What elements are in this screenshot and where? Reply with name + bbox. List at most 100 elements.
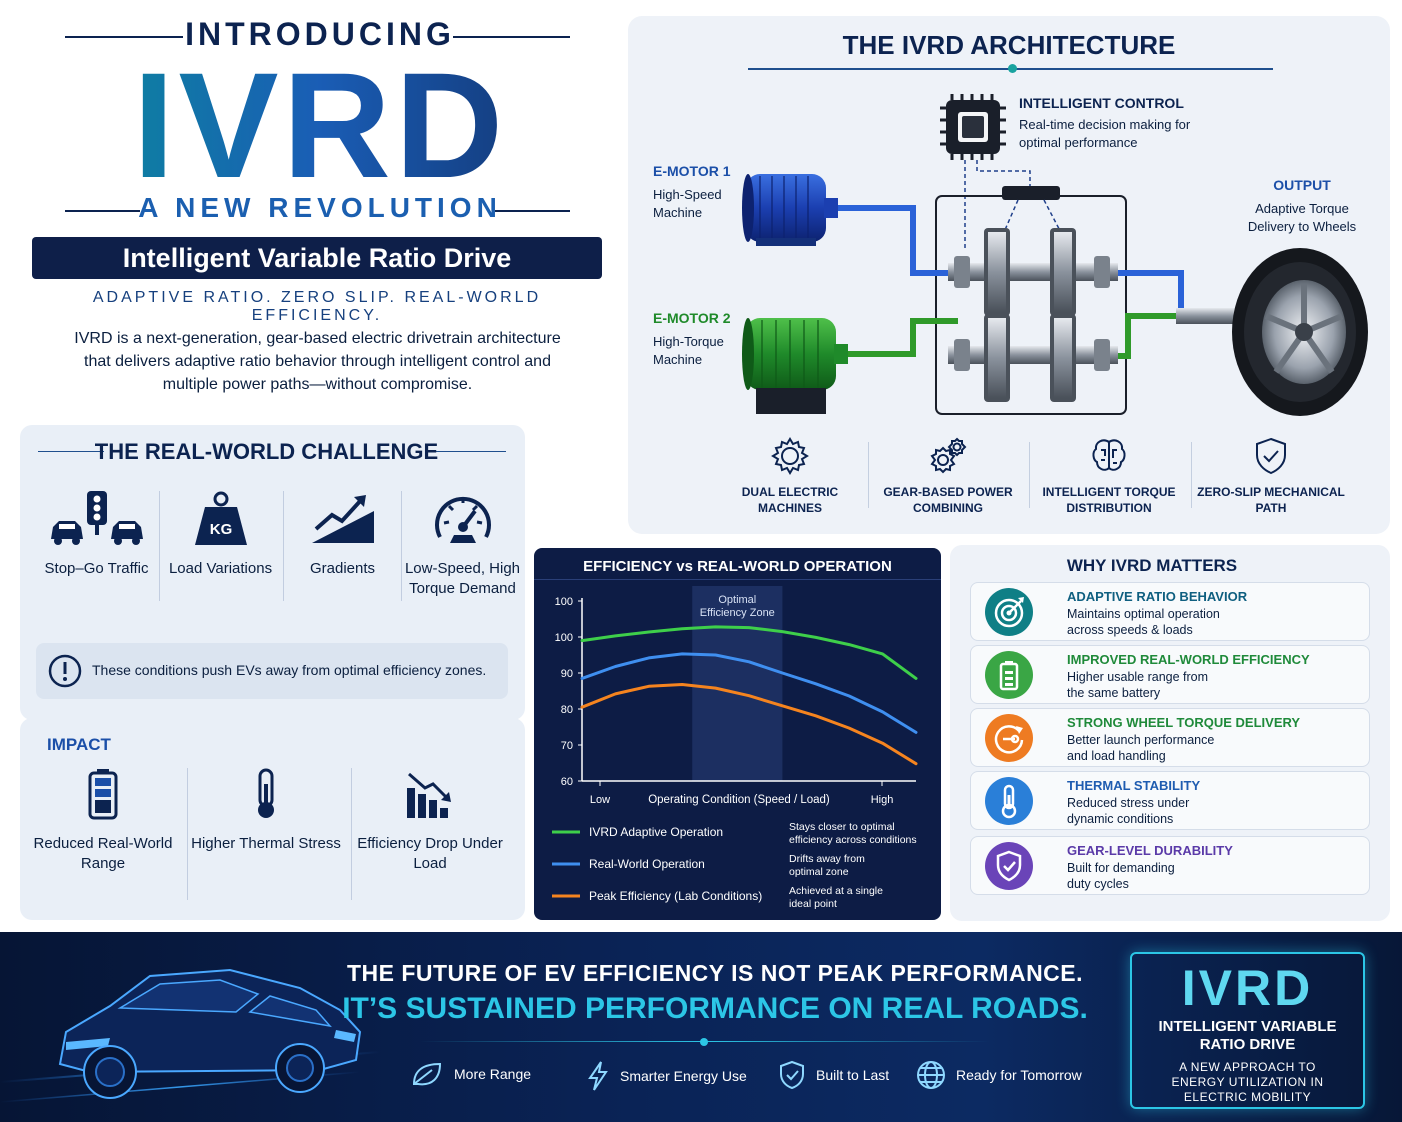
impact-label: Higher Thermal Stress: [191, 835, 341, 852]
footer-statement-1: THE FUTURE OF EV EFFICIENCY IS NOT PEAK …: [346, 960, 1084, 986]
brain-icon: [1092, 439, 1126, 471]
impact-panel: IMPACT Reduced Real-World Range Higher T…: [20, 718, 525, 920]
challenge-gradients: Gradients: [280, 489, 405, 579]
legend-label: Real-World Operation: [589, 857, 705, 871]
why-card-thermal: THERMAL STABILITY Reduced stress under d…: [970, 771, 1370, 830]
architecture-rule-dot: [1008, 64, 1017, 73]
hero-subtitle: A NEW REVOLUTION: [138, 192, 502, 223]
weight-icon: KG: [194, 491, 247, 545]
impact-label: Efficiency Drop Under Load: [357, 835, 503, 872]
shield-check-icon: [1256, 437, 1286, 475]
feature-dual-machines: DUAL ELECTRIC MACHINES: [710, 436, 870, 516]
motor2-label: E-MOTOR 2: [653, 310, 731, 326]
y-tick-label: 70: [561, 740, 573, 752]
badge-subtitle: INTELLIGENT VARIABLE RATIO DRIVE: [1158, 1018, 1337, 1053]
control-label: INTELLIGENT CONTROL: [1019, 95, 1184, 111]
weight-text: KG: [209, 521, 232, 538]
why-icon-bg: [985, 651, 1033, 699]
footer-item-durability: Built to Last: [778, 1060, 889, 1090]
challenge-label: Gradients: [309, 560, 376, 577]
badge-title: IVRD: [1181, 960, 1314, 1016]
challenge-stop-go: Stop–Go Traffic: [34, 489, 159, 579]
hero-banner: Intelligent Variable Ratio Drive: [32, 237, 602, 279]
why-icon-bg: [985, 714, 1033, 762]
legend-label: IVRD Adaptive Operation: [589, 825, 723, 839]
chart-title-rule: [534, 579, 941, 580]
challenge-label: Stop–Go Traffic: [44, 560, 149, 577]
x-tick-label: High: [871, 794, 894, 806]
feature-label: GEAR-BASED POWER COMBINING: [883, 485, 1013, 515]
wheel-graphic: [1232, 248, 1368, 416]
challenge-panel: THE REAL-WORLD CHALLENGE Stop–Go Traffic…: [20, 425, 525, 720]
footer-item-future: Ready for Tomorrow: [916, 1060, 1082, 1090]
optimal-zone-label: Optimal: [718, 594, 756, 606]
impact-divider: [187, 768, 188, 900]
x-tick-label: Low: [590, 794, 610, 806]
gear-icon: [771, 437, 809, 475]
footer-statement-2: IT’S SUSTAINED PERFORMANCE ON REAL ROADS…: [342, 992, 1088, 1025]
footer-item-label: Ready for Tomorrow: [956, 1067, 1082, 1083]
challenge-rule-left: [38, 451, 104, 452]
impact-title: IMPACT: [47, 735, 111, 754]
footer-banner: THE FUTURE OF EV EFFICIENCY IS NOT PEAK …: [0, 932, 1402, 1122]
series-line-1: [580, 652, 918, 734]
feature-label: ZERO-SLIP MECHANICAL PATH: [1197, 485, 1345, 515]
battery-icon: [88, 769, 118, 820]
y-tick-label: 100: [555, 596, 573, 608]
revolution-rule-left: [65, 210, 140, 212]
architecture-panel: THE IVRD ARCHITECTURE: [628, 16, 1390, 534]
gears-icon: [930, 437, 967, 474]
legend-desc: efficiency across conditions: [789, 834, 917, 846]
impact-divider: [351, 768, 352, 900]
legend-label: Peak Efficiency (Lab Conditions): [589, 889, 762, 903]
shield-check-icon: [996, 850, 1022, 882]
legend-desc: optimal zone: [789, 866, 849, 878]
output-label: OUTPUT: [1273, 177, 1331, 193]
revolution-rule-right: [495, 210, 570, 212]
hero-title: IVRD: [60, 50, 580, 200]
feature-divider: [868, 442, 869, 508]
feature-divider: [1029, 442, 1030, 508]
why-heading: STRONG WHEEL TORQUE DELIVERY: [1067, 715, 1301, 730]
footer-item-label: Smarter Energy Use: [620, 1068, 747, 1084]
why-card-adaptive: ADAPTIVE RATIO BEHAVIOR Maintains optima…: [970, 582, 1370, 641]
thermometer-icon: [258, 768, 274, 818]
impact-thermal: Higher Thermal Stress: [186, 768, 346, 854]
y-tick-label: 60: [561, 776, 573, 788]
x-axis-label: Operating Condition (Speed / Load): [648, 794, 830, 806]
why-heading: ADAPTIVE RATIO BEHAVIOR: [1067, 589, 1248, 604]
why-panel: WHY IVRD MATTERS ADAPTIVE RATIO BEHAVIOR…: [950, 545, 1390, 921]
thermometer-icon: [1001, 784, 1017, 819]
why-desc: Maintains optimal operation across speed…: [1067, 607, 1220, 637]
control-chip-icon: [940, 94, 1006, 160]
note-text: These conditions push EVs away from opti…: [92, 662, 487, 678]
why-card-durability: GEAR-LEVEL DURABILITY Built for demandin…: [970, 836, 1370, 895]
car-graphic: [0, 968, 380, 1103]
e-motor-1-graphic: [742, 174, 838, 246]
why-card-efficiency: IMPROVED REAL-WORLD EFFICIENCY Higher us…: [970, 645, 1370, 704]
y-tick-label: 80: [561, 704, 573, 716]
why-title: WHY IVRD MATTERS: [1066, 556, 1238, 575]
y-tick-label: 100: [555, 632, 573, 644]
motor1-desc: High-Speed Machine: [653, 187, 722, 220]
traffic-icon: [50, 491, 143, 545]
chart-title: EFFICIENCY vs REAL-WORLD OPERATION: [583, 558, 892, 575]
challenge-divider: [401, 491, 402, 601]
why-desc: Better launch performance and load handl…: [1067, 733, 1215, 763]
why-heading: THERMAL STABILITY: [1067, 778, 1201, 793]
gear-set-graphic: [954, 228, 1110, 402]
hero-tagline: ADAPTIVE RATIO. ZERO SLIP. REAL-WORLD EF…: [92, 289, 542, 324]
footer-rule-dot: [700, 1038, 708, 1046]
challenge-load: KG Load Variations: [158, 489, 283, 579]
battery-icon: [999, 661, 1019, 691]
gradient-icon: [311, 495, 374, 543]
chart-down-icon: [407, 772, 451, 818]
challenge-low-speed: Low-Speed, High Torque Demand: [400, 489, 525, 599]
legend-desc: ideal point: [789, 898, 837, 910]
intro-rule-right: [453, 36, 570, 38]
output-desc: Adaptive Torque Delivery to Wheels: [1247, 201, 1357, 234]
optimal-zone-label: Efficiency Zone: [700, 607, 775, 619]
hero-section: INTRODUCING IVRD A NEW REVOLUTION Intell…: [0, 0, 630, 420]
feature-torque-distribution: INTELLIGENT TORQUE DISTRIBUTION: [1029, 436, 1189, 516]
shield-check-icon: [780, 1060, 804, 1090]
